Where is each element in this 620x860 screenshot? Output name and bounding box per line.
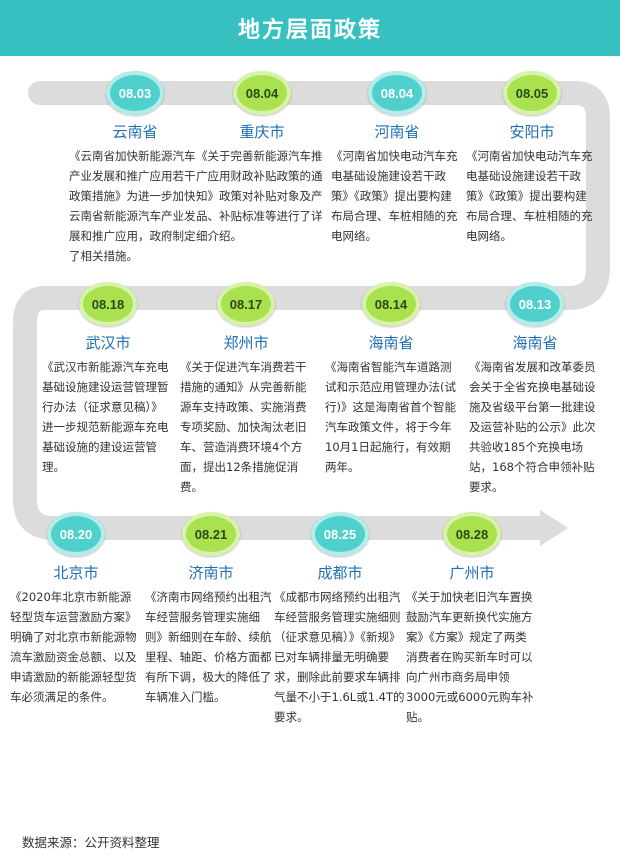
policy-description: 《云南省加快新能源汽车产业发展和推广应用若干政策措施》为进一步加快云南省新能源汽… [69, 149, 196, 263]
policy-description: 《河南省加快电动汽车充电基础设施建设若干政策》《政策》提出要构建布局合理、车桩相… [331, 149, 458, 243]
timeline-node: 08.25 成都市 《成都市网络预约出租汽车经营服务管理实施细则（征求意见稿）》… [270, 512, 410, 727]
date-badge: 08.17 [217, 282, 275, 326]
date-badge: 08.28 [443, 512, 501, 556]
page-title: 地方层面政策 [237, 18, 382, 43]
city-label: 广州市 [449, 564, 495, 582]
city-label: 北京市 [53, 564, 99, 582]
city-label: 河南省 [374, 123, 420, 141]
policy-description: 《河南省加快电动汽车充电基础设施建设若干政策》《政策》提出要构建布局合理、车桩相… [466, 149, 593, 243]
policy-description: 《关于加快老旧汽车置换鼓励汽车更新换代实施方案》《方案》规定了两类消费者在购买新… [406, 590, 534, 724]
city-label: 海南省 [368, 334, 414, 352]
policy-description: 《成都市网络预约出租汽车经营服务管理实施细则（征求意见稿）》《新规》已对车辆排量… [274, 590, 405, 724]
timeline-node: 08.18 武汉市 《武汉市新能源汽车充电基础设施建设运营管理暂行办法（征求意见… [38, 282, 178, 477]
city-label: 成都市 [317, 564, 363, 582]
policy-description: 《武汉市新能源汽车充电基础设施建设运营管理暂行办法（征求意见稿）》进一步规范新能… [42, 360, 169, 474]
track-arrowhead [540, 510, 568, 546]
timeline-node: 08.20 北京市 《2020年北京市新能源轻型货车运营激励方案》明确了对北京市… [6, 512, 146, 707]
city-label: 武汉市 [85, 334, 131, 352]
date-badge: 08.13 [506, 282, 564, 326]
header-banner: 地方层面政策 [0, 0, 620, 56]
timeline-node: 08.17 郑州市 《关于促进汽车消费若干措施的通知》从完善新能源车支持政策、实… [176, 282, 316, 497]
date-badge: 08.25 [311, 512, 369, 556]
date-badge: 08.14 [362, 282, 420, 326]
timeline-node: 08.28 广州市 《关于加快老旧汽车置换鼓励汽车更新换代实施方案》《方案》规定… [402, 512, 542, 727]
policy-description: 《济南市网络预约出租汽车经营服务管理实施细则》新细则在车龄、续航里程、轴距、价格… [145, 590, 272, 704]
city-label: 济南市 [188, 564, 234, 582]
date-badge: 08.18 [79, 282, 137, 326]
city-label: 安阳市 [509, 123, 555, 141]
city-label: 云南省 [112, 123, 158, 141]
city-label: 海南省 [512, 334, 558, 352]
timeline-node: 08.14 海南省 《海南省智能汽车道路测试和示范应用管理办法(试行)》这是海南… [321, 282, 461, 477]
date-badge: 08.21 [182, 512, 240, 556]
policy-description: 《关于完善新能源汽车推广应用财政补贴政策的通知》政策对补贴对象及产品、补贴标准等… [196, 149, 323, 243]
date-badge: 08.03 [106, 71, 164, 115]
policy-description: 《2020年北京市新能源轻型货车运营激励方案》明确了对北京市新能源物流车激励资金… [10, 590, 137, 704]
timeline-node: 08.04 河南省 《河南省加快电动汽车充电基础设施建设若干政策》《政策》提出要… [327, 71, 467, 246]
timeline-node: 08.13 海南省 《海南省发展和改革委员会关于全省充换电基础设施及省级平台第一… [465, 282, 605, 497]
city-label: 郑州市 [223, 334, 269, 352]
policy-description: 《海南省智能汽车道路测试和示范应用管理办法(试行)》这是海南省首个智能汽车政策文… [325, 360, 456, 474]
timeline-node: 08.21 济南市 《济南市网络预约出租汽车经营服务管理实施细则》新细则在车龄、… [141, 512, 281, 707]
timeline-node: 08.04 重庆市 《关于完善新能源汽车推广应用财政补贴政策的通知》政策对补贴对… [192, 71, 332, 246]
date-badge: 08.04 [233, 71, 291, 115]
date-badge: 08.04 [368, 71, 426, 115]
track-path [13, 81, 610, 540]
timeline-node: 08.05 安阳市 《河南省加快电动汽车充电基础设施建设若干政策》《政策》提出要… [462, 71, 602, 246]
policy-description: 《关于促进汽车消费若干措施的通知》从完善新能源车支持政策、实施消费专项奖励、加快… [180, 360, 307, 494]
timeline-node: 08.03 云南省 《云南省加快新能源汽车产业发展和推广应用若干政策措施》为进一… [65, 71, 205, 266]
policy-description: 《海南省发展和改革委员会关于全省充换电基础设施及省级平台第一批建设及运营补贴的公… [469, 360, 596, 494]
data-source-note: 数据来源：公开资料整理 [22, 835, 160, 850]
date-badge: 08.05 [503, 71, 561, 115]
date-badge: 08.20 [47, 512, 105, 556]
city-label: 重庆市 [239, 123, 285, 141]
